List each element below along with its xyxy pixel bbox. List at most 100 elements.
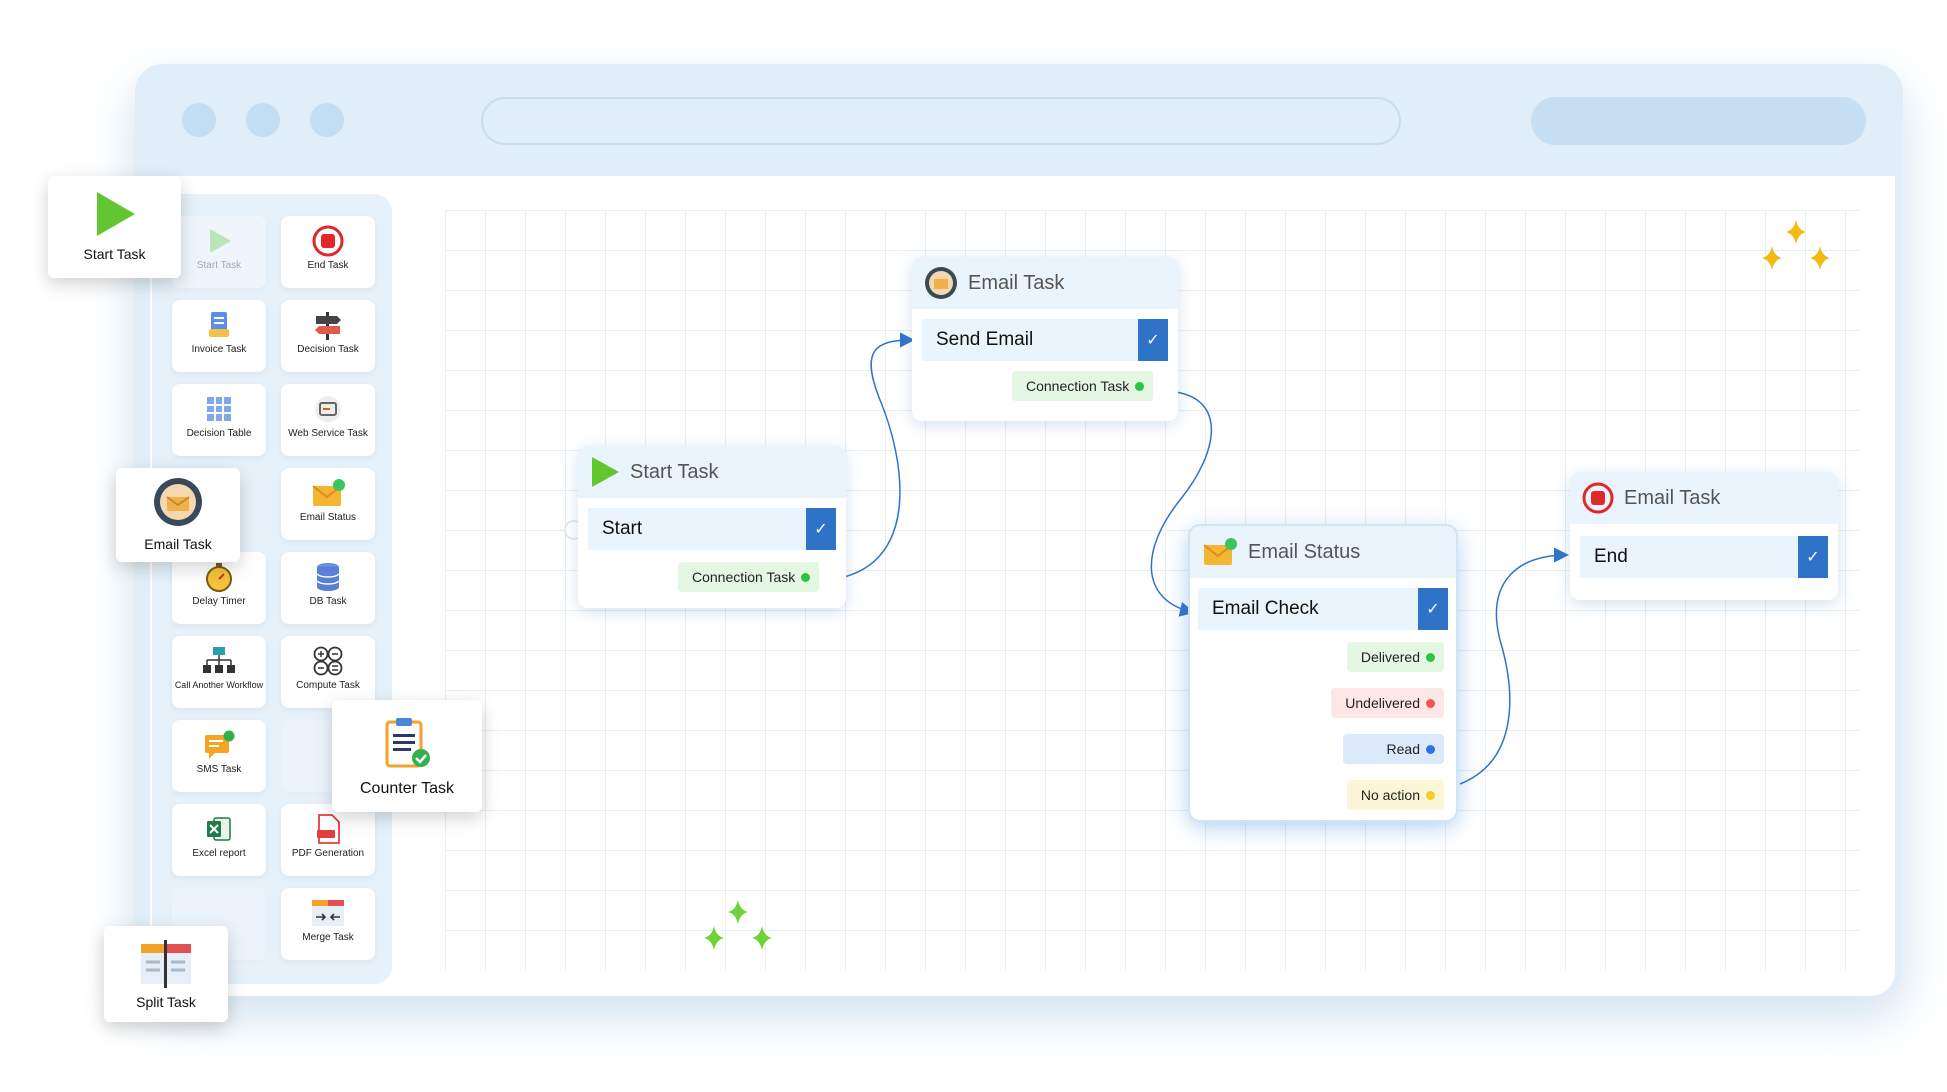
output-port[interactable] [1426, 791, 1435, 800]
palette-item-db-task[interactable]: DB Task [281, 552, 375, 624]
check-icon[interactable]: ✓ [1798, 536, 1828, 578]
email-status-icon [1203, 538, 1237, 565]
palette-item-decision-table[interactable]: Decision Table [172, 384, 266, 456]
node-email-task[interactable]: Email Task Send Email ✓ Connection Task [912, 257, 1178, 421]
palette-item-decision-task[interactable]: Decision Task [281, 300, 375, 372]
floating-card-label: Split Task [136, 994, 196, 1010]
output-port[interactable] [1135, 382, 1145, 391]
node-field-label: End [1594, 546, 1628, 567]
output-label: Connection Task [1026, 378, 1130, 394]
palette-item-end-task[interactable]: End Task [281, 216, 375, 288]
palette-item-sms-task[interactable]: SMS Task [172, 720, 266, 792]
palette-item-invoice-task[interactable]: Invoice Task [172, 300, 266, 372]
palette-item-email-status[interactable]: Email Status [281, 468, 375, 540]
output-undelivered[interactable]: Undelivered [1331, 688, 1444, 718]
timer-icon [206, 563, 232, 592]
floating-card-label: Start Task [83, 246, 146, 262]
window-control-dot[interactable] [182, 103, 216, 137]
floating-split-task-card[interactable]: Split Task [104, 926, 228, 1022]
output-label: Read [1386, 741, 1420, 757]
output-read[interactable]: Read [1342, 734, 1444, 764]
palette-item-delay-timer[interactable]: Delay Timer [172, 552, 266, 624]
palette-item-label: Invoice Task [191, 344, 247, 355]
email-status-icon [312, 479, 345, 506]
palette-item-start-task[interactable]: Start Task [172, 216, 266, 288]
node-field-send-email[interactable]: Send Email ✓ [922, 319, 1168, 361]
palette-item-excel-report[interactable]: Excel report [172, 804, 266, 876]
floating-counter-task-card[interactable]: Counter Task [332, 700, 482, 812]
merge-icon [312, 900, 344, 926]
stop-icon [312, 225, 344, 257]
palette-item-web-service-task[interactable]: Web Service Task [281, 384, 375, 456]
output-label: Delivered [1360, 649, 1420, 665]
palette-item-label: Call Another Workflow [174, 680, 264, 690]
invoice-icon [209, 312, 229, 337]
database-icon [316, 563, 340, 591]
sparkle-icon [704, 900, 772, 950]
split-icon [141, 940, 191, 988]
workflow-icon [203, 647, 235, 673]
pdf-icon [317, 814, 340, 844]
node-field-label: Email Check [1212, 598, 1319, 619]
floating-card-label: Counter Task [360, 780, 454, 797]
output-port[interactable] [1426, 653, 1435, 662]
toolbar-button[interactable] [1531, 97, 1866, 145]
floating-card-label: Email Task [144, 536, 212, 552]
node-header: Email Status [1190, 526, 1456, 578]
output-connection-task[interactable]: Connection Task [678, 562, 820, 592]
floating-email-task-card[interactable]: Email Task [116, 468, 240, 562]
node-field-end[interactable]: End ✓ [1580, 536, 1828, 578]
table-icon [207, 397, 231, 421]
node-header: Email Task [912, 257, 1178, 309]
palette-item-merge-task[interactable]: Merge Task [281, 888, 375, 960]
play-icon [592, 457, 619, 487]
stop-icon [1582, 482, 1614, 514]
output-port[interactable] [801, 573, 811, 582]
check-icon[interactable]: ✓ [806, 508, 836, 550]
sms-icon [205, 730, 235, 759]
palette-item-pdf-generation[interactable]: PDF Generation [281, 804, 375, 876]
node-end-task[interactable]: Email Task End ✓ [1570, 472, 1838, 600]
window-control-dot[interactable] [246, 103, 280, 137]
output-port[interactable] [1426, 699, 1435, 708]
clipboard-icon [385, 718, 430, 768]
palette-item-label: Decision Table [186, 428, 252, 439]
check-icon[interactable]: ✓ [1418, 588, 1448, 630]
play-icon [210, 229, 231, 253]
output-no-action[interactable]: No action [1346, 780, 1444, 810]
palette-item-label: Decision Task [297, 344, 359, 355]
output-connection-task[interactable]: Connection Task [1012, 371, 1154, 401]
node-title: Email Status [1248, 540, 1361, 563]
web-service-icon [315, 396, 341, 422]
palette-item-label: End Task [307, 260, 349, 271]
node-field-start[interactable]: Start ✓ [588, 508, 836, 550]
check-icon[interactable]: ✓ [1138, 319, 1168, 361]
node-field-label: Start [602, 518, 643, 539]
node-title: Start Task [630, 460, 719, 483]
connector-email-to-status [1150, 391, 1212, 617]
palette-item-call-another-workflow[interactable]: Call Another Workflow [172, 636, 266, 708]
floating-start-task-card[interactable]: Start Task [48, 176, 181, 278]
palette-item-label: Delay Timer [192, 596, 246, 607]
output-port[interactable] [1426, 745, 1435, 754]
palette-item-compute-task[interactable]: Compute Task [281, 636, 375, 708]
output-label: No action [1360, 787, 1420, 803]
palette-item-label: Email Status [299, 512, 357, 523]
play-icon [96, 192, 135, 236]
output-delivered[interactable]: Delivered [1346, 642, 1444, 672]
node-start-task[interactable]: Start Task Start ✓ Connection Task [578, 446, 846, 608]
node-field-email-check[interactable]: Email Check ✓ [1198, 588, 1448, 630]
node-title: Email Task [1624, 486, 1721, 509]
palette-item-label: Start Task [196, 260, 242, 271]
compute-icon [313, 646, 343, 676]
address-bar[interactable] [481, 97, 1401, 145]
window-control-dot[interactable] [310, 103, 344, 137]
palette-item-label: DB Task [309, 596, 347, 607]
connector-status-to-end [1459, 547, 1569, 785]
palette-item-label: PDF Generation [291, 848, 365, 859]
node-email-status[interactable]: Email Status Email Check ✓ Delivered Und… [1190, 526, 1456, 820]
sparkle-icon [1762, 220, 1830, 270]
palette-item-label: SMS Task [196, 764, 242, 775]
palette-item-label: Web Service Task [288, 428, 368, 439]
output-label: Connection Task [692, 569, 796, 585]
